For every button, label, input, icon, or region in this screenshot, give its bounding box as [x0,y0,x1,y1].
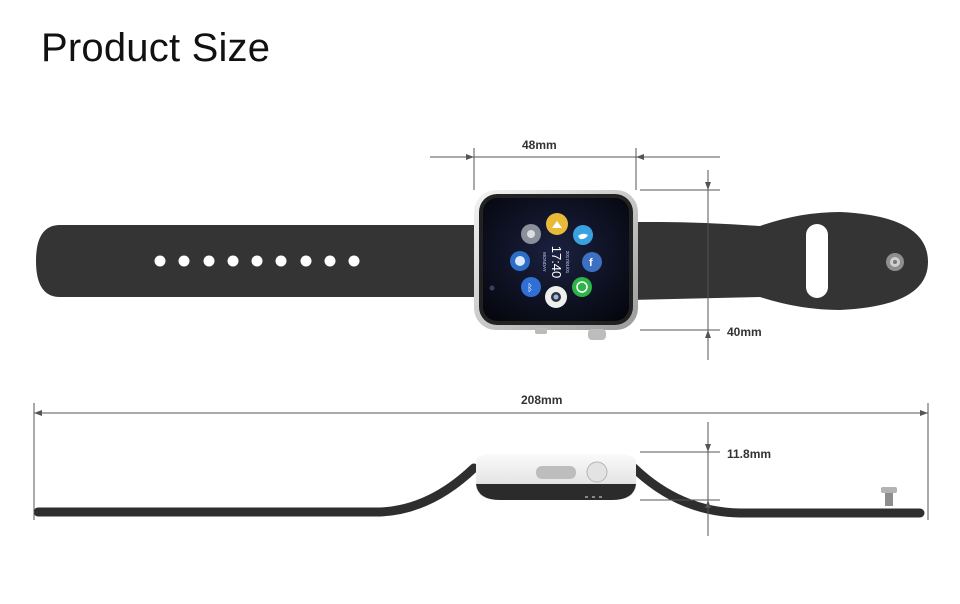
page-title: Product Size [41,26,271,70]
strap-hole [227,255,239,267]
strap-holes [154,255,360,267]
svg-text:ᛒ: ᛒ [527,283,533,294]
strap-loop [806,224,828,298]
strap-hole [203,255,215,267]
app-icons: f ᛒ [510,213,602,308]
side-button [535,328,547,334]
screen-time: 17:40 [549,246,564,279]
strap-hole [178,255,190,267]
thickness-label: 11.8mm [727,447,772,461]
strap-hole [324,255,336,267]
buckle-pin [885,490,893,506]
side-strap [33,463,479,517]
strap-hole [300,255,312,267]
watch-screen [483,198,629,321]
right-strap [630,212,928,310]
side-crown [586,461,608,483]
watch-top-view: f ᛒ 17:40 2017/01/01 MONDAY [36,190,928,340]
width-label: 48mm [522,138,557,152]
strap-hole [154,255,166,267]
facebook-icon [582,252,602,272]
crown-button [588,329,606,340]
whatsapp-icon [572,277,592,297]
bluetooth-icon [521,277,541,297]
side-slot [536,466,576,479]
dimension-lines [33,148,929,536]
length-label: 208mm [521,393,563,407]
strap-hole [251,255,263,267]
strap-hole [348,255,360,267]
height-label: 40mm [727,325,762,339]
strap-hole [275,255,287,267]
watch-side-view [33,454,925,518]
svg-text:f: f [589,257,593,269]
screen-day: MONDAY [542,252,547,271]
screen-date: 2017/01/01 [565,251,570,274]
